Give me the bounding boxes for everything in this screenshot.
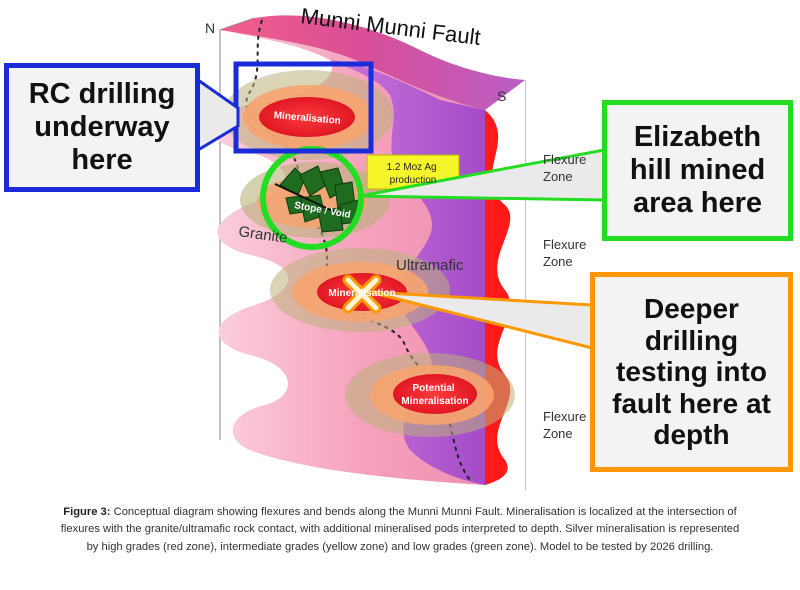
- callout-dd-line-3: testing into: [616, 356, 767, 388]
- callout-eh-line-1: Elizabeth: [633, 121, 762, 154]
- callout-dd-line-5: depth: [653, 419, 730, 451]
- zone-label-potential: Potential Mineralisation: [401, 383, 468, 407]
- production-tag-text: 1.2 Moz Ag production: [387, 162, 440, 186]
- flexure-label-1: Flexure Zone: [543, 152, 590, 184]
- figure-label: Figure 3:: [63, 506, 111, 518]
- drill-target-x-icon: [342, 274, 382, 314]
- callout-rc-line-1: RC drilling: [28, 78, 176, 111]
- callout-rc-line-3: here: [71, 143, 133, 176]
- flexure-label-3: Flexure Zone: [543, 409, 590, 441]
- figure-caption: Figure 3: Conceptual diagram showing fle…: [60, 504, 740, 556]
- compass-north: N: [205, 20, 215, 36]
- callout-rc-line-2: underway: [34, 111, 170, 144]
- rock-label-ultramafic: Ultramafic: [396, 257, 464, 274]
- flexure-label-2: Flexure Zone: [543, 237, 590, 269]
- high-grade-zone-deep: [393, 374, 477, 414]
- callout-elizabeth-hill: Elizabeth hill mined area here: [602, 100, 793, 241]
- compass-south: S: [497, 88, 506, 104]
- callout-dd-line-2: drilling: [644, 324, 739, 356]
- stope-pointer-line: [274, 183, 336, 213]
- high-grade-zone-top: [259, 97, 355, 137]
- callout-eh-line-2: hill mined: [629, 154, 766, 187]
- callout-dd-line-4: fault here at: [612, 387, 771, 419]
- rock-label-granite: Granite: [237, 223, 288, 247]
- callout-deeper-drilling: Deeper drilling testing into fault here …: [590, 272, 793, 472]
- stope-workings: [279, 165, 359, 233]
- callout-rc-drilling: RC drilling underway here: [4, 63, 200, 192]
- figure-caption-text: Conceptual diagram showing flexures and …: [60, 506, 740, 553]
- callout-dd-line-1: Deeper: [644, 292, 739, 324]
- callout-eh-line-3: area here: [633, 186, 762, 219]
- zone-label-mineralisation-mid: Mineralisation: [328, 288, 395, 299]
